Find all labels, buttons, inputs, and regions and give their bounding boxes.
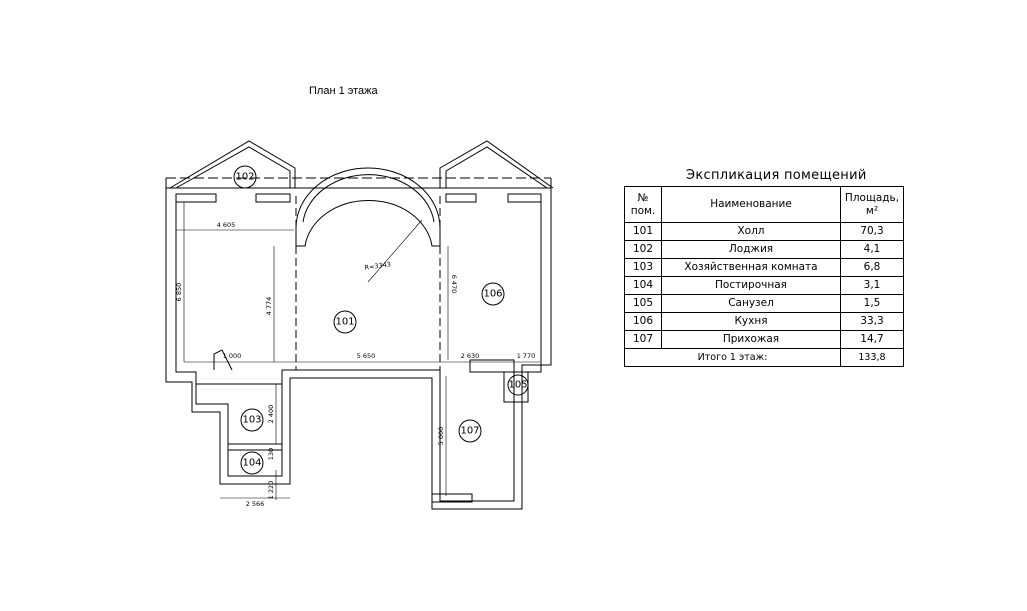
dim-2630: 2 630	[461, 352, 480, 360]
cell-num: 103	[624, 258, 662, 277]
dim-1220: 1 220	[267, 481, 275, 500]
cell-name: Прихожая	[661, 330, 841, 349]
cell-area: 4,1	[840, 240, 904, 259]
room-label-102: 102	[235, 172, 254, 183]
dim-radius: R=3343	[364, 260, 391, 272]
cell-name: Санузел	[661, 294, 841, 313]
table-header-row: № пом. Наименование Площадь, м²	[624, 186, 904, 223]
dim-130: 130	[267, 448, 275, 460]
cell-num: 104	[624, 276, 662, 295]
walls	[165, 140, 554, 510]
cell-name: Лоджия	[661, 240, 841, 259]
cell-area: 6,8	[840, 258, 904, 277]
cell-num: 106	[624, 312, 662, 331]
dim-2400: 2 400	[267, 405, 275, 424]
cell-name: Постирочная	[661, 276, 841, 295]
cell-area: 33,3	[840, 312, 904, 331]
cell-name: Холл	[661, 222, 841, 241]
dimension-lines	[176, 202, 540, 500]
dim-6850: 6 850	[175, 283, 183, 302]
table-total-row: Итого 1 этаж: 133,8	[624, 348, 904, 367]
header-name: Наименование	[661, 186, 841, 223]
room-label-105: 105	[508, 380, 527, 391]
dim-4774: 4 774	[265, 297, 273, 316]
cell-area: 3,1	[840, 276, 904, 295]
explication-title: Экспликация помещений	[686, 168, 867, 183]
dim-5000: 5 000	[437, 427, 445, 446]
header-num: № пом.	[624, 186, 662, 223]
room-label-101: 101	[335, 317, 354, 328]
cell-name: Хозяйственная комната	[661, 258, 841, 277]
total-label: Итого 1 этаж:	[624, 348, 841, 367]
cell-area: 70,3	[840, 222, 904, 241]
cell-num: 102	[624, 240, 662, 259]
room-markers	[233, 165, 529, 475]
cell-area: 14,7	[840, 330, 904, 349]
room-label-104: 104	[242, 458, 261, 469]
plan-title: План 1 этажа	[309, 85, 378, 97]
cell-num: 107	[624, 330, 662, 349]
floor-plan: 102 101 106 103 104 105 107 4 605 6 850 …	[165, 140, 554, 510]
room-label-103: 103	[242, 415, 261, 426]
room-label-106: 106	[483, 289, 502, 300]
cell-num: 105	[624, 294, 662, 313]
room-label-107: 107	[460, 426, 479, 437]
header-area: Площадь, м²	[840, 186, 904, 223]
dim-4605: 4 605	[217, 221, 236, 229]
dim-6470: 6 470	[450, 275, 458, 294]
dim-2566: 2 566	[246, 500, 265, 508]
total-value: 133,8	[840, 348, 904, 367]
dim-5650: 5 650	[357, 352, 376, 360]
dim-1000: 1 000	[223, 352, 242, 360]
cell-name: Кухня	[661, 312, 841, 331]
cell-area: 1,5	[840, 294, 904, 313]
dim-1770: 1 770	[517, 352, 536, 360]
cell-num: 101	[624, 222, 662, 241]
